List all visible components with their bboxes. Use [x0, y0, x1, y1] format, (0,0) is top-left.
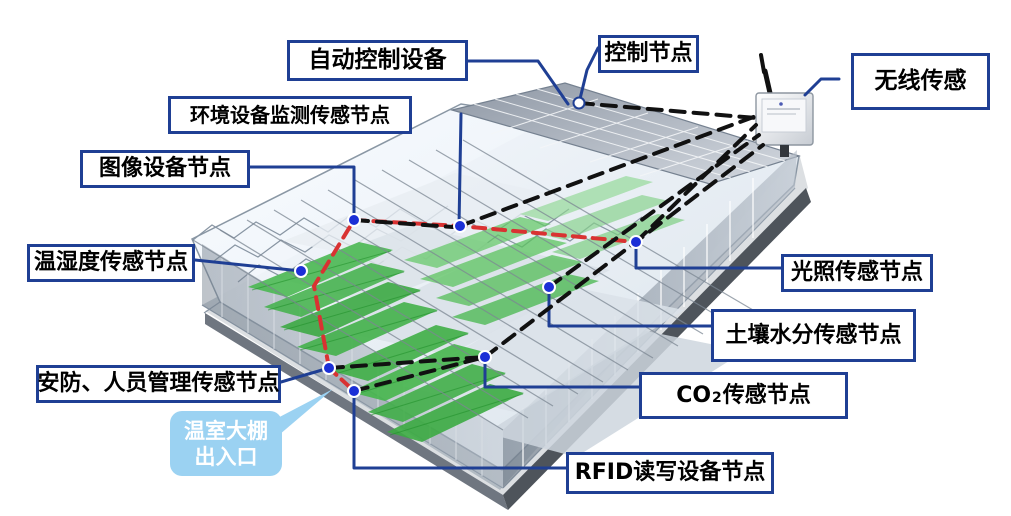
sensor-nodes — [294, 96, 643, 398]
callout-lines — [193, 46, 841, 470]
entrance-line-2: 出入口 — [194, 444, 258, 469]
co2-prefix: CO — [676, 382, 712, 408]
solar-roof-panel — [449, 82, 802, 185]
wireless-device-illustration — [755, 53, 814, 157]
temp-humidity-node-point — [294, 264, 308, 278]
co2-node-point — [478, 350, 492, 364]
co2-label-text: CO 2 传感节点 — [676, 382, 811, 408]
rfid-node-point — [347, 384, 361, 398]
security-label: 安防、人员管理传感节点 — [36, 365, 281, 403]
soil-node-point — [542, 280, 556, 294]
wireless-label: 无线传感 — [851, 53, 990, 110]
soil-label: 土壤水分传感节点 — [711, 309, 916, 362]
co2-label: CO 2 传感节点 — [639, 372, 848, 419]
entrance-line-1: 温室大棚 — [184, 418, 268, 443]
greenhouse-entrance-callout: 温室大棚 出入口 — [170, 411, 282, 476]
light-node-point — [629, 235, 643, 249]
light-label: 光照传感节点 — [781, 254, 933, 292]
image-node-point — [347, 213, 361, 227]
co2-subscript: 2 — [712, 389, 722, 406]
security-node-point — [322, 361, 336, 375]
rfid-label: RFID读写设备节点 — [566, 452, 774, 494]
environment-label: 环境设备监测传感节点 — [168, 96, 412, 134]
image-node-label: 图像设备节点 — [80, 150, 250, 188]
wireless-links — [327, 101, 765, 393]
control-node-point — [572, 96, 586, 110]
temp-humidity-label: 温湿度传感节点 — [27, 244, 195, 282]
auto-control-label: 自动控制设备 — [287, 40, 468, 81]
environment-node-point — [453, 219, 467, 233]
co2-suffix: 传感节点 — [722, 382, 811, 408]
greenhouse-left-base — [205, 313, 508, 510]
control-node-label: 控制节点 — [598, 35, 699, 73]
